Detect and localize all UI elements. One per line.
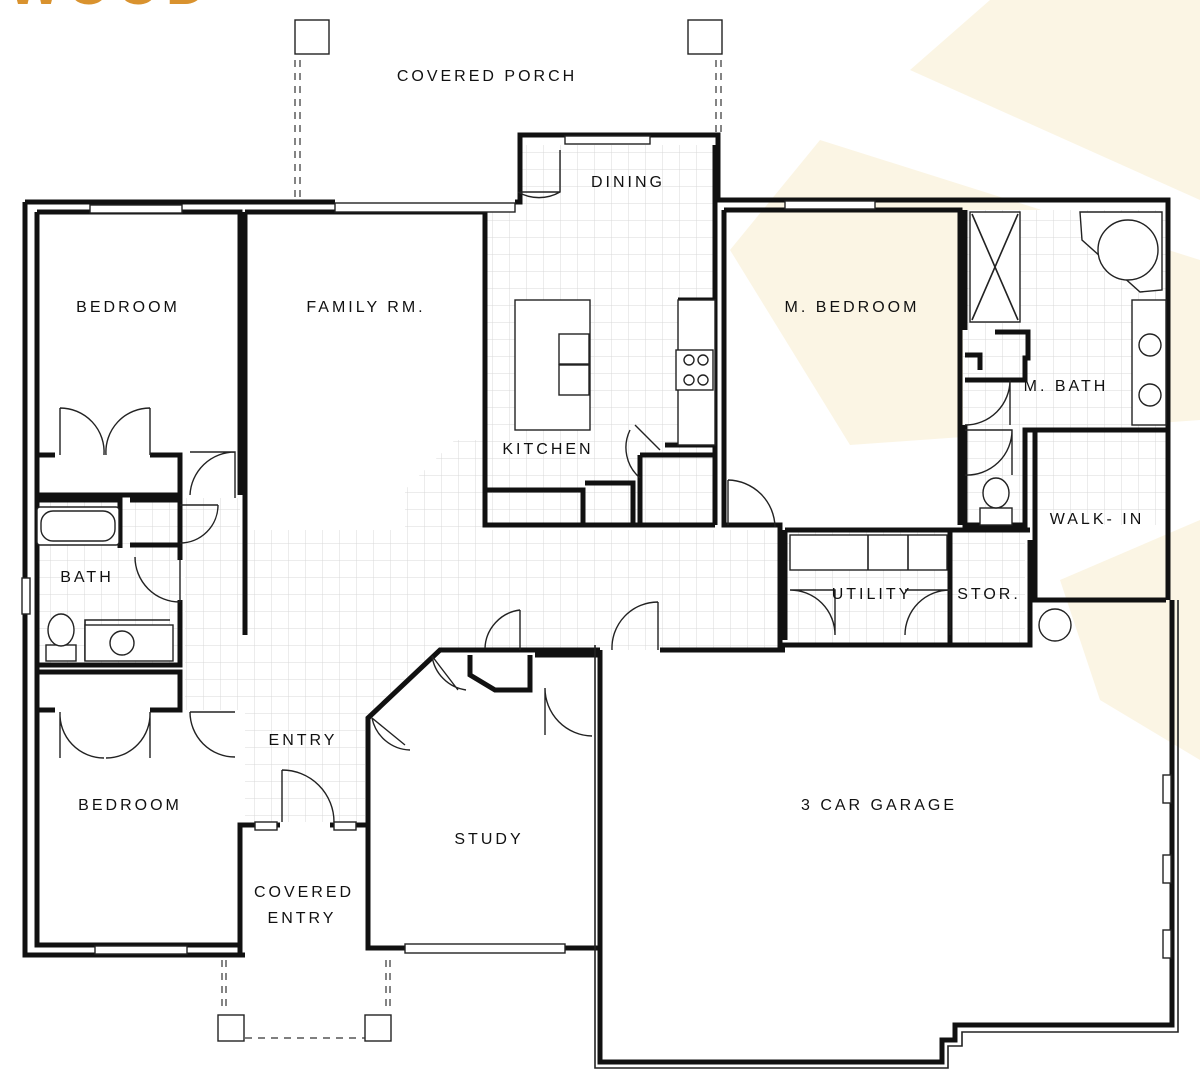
label-study: STUDY [454, 831, 524, 848]
porch-posts [217, 19, 723, 1042]
label-master-bedroom: M. BEDROOM [784, 299, 920, 316]
label-walk-in: WALK- IN [1049, 511, 1145, 528]
label-family-room: FAMILY RM. [306, 299, 426, 316]
label-master-bath: M. BATH [1023, 378, 1109, 395]
label-bath: BATH [60, 569, 114, 586]
label-storage: STOR. [957, 586, 1021, 603]
label-utility: UTILITY [831, 586, 913, 603]
windows [21, 135, 1172, 959]
brand-logo: WOOD [8, 0, 212, 16]
doors [59, 150, 1013, 823]
label-bedroom-1: BEDROOM [76, 299, 180, 316]
label-bedroom-2: BEDROOM [78, 797, 182, 814]
label-covered-entry-line2: ENTRY [267, 910, 337, 927]
label-dining: DINING [591, 174, 665, 191]
label-kitchen: KITCHEN [502, 441, 594, 458]
label-entry: ENTRY [268, 732, 338, 749]
label-covered-porch: COVERED PORCH [396, 68, 578, 85]
label-garage: 3 CAR GARAGE [800, 797, 958, 814]
label-covered-entry-line1: COVERED [253, 884, 355, 901]
fixtures [36, 211, 1167, 662]
